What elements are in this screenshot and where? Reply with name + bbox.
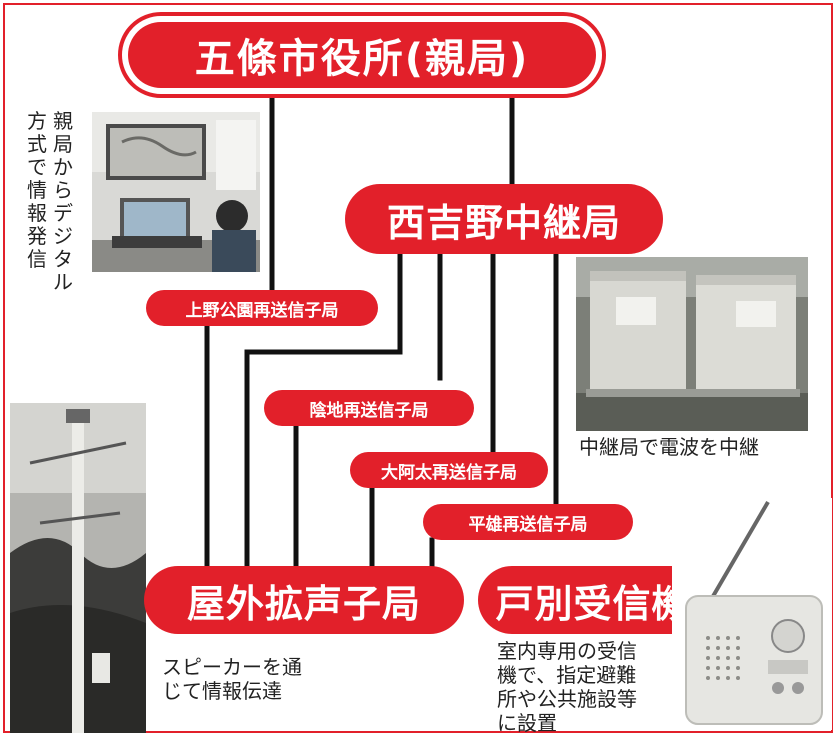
relay-photo-caption: 中継局で電波を中継: [579, 437, 759, 459]
speaker-caption-line1: スピーカーを通: [162, 657, 302, 679]
radio-receiver-photo: [672, 498, 832, 730]
speaker-pole-photo: [10, 403, 146, 733]
control-room-photo: [92, 112, 260, 272]
receiver-caption-line4: に設置: [497, 713, 557, 735]
sub-station-oata: 大阿太再送信子局: [350, 452, 548, 488]
parent-station-title: 五條市役所(親局): [118, 12, 606, 98]
sub-station-hirao: 平雄再送信子局: [423, 504, 633, 540]
receiver-caption-line1: 室内専用の受信: [497, 641, 637, 663]
receiver-caption-line3: 所や公共施設等: [497, 689, 637, 711]
vertical-caption-col1: 親局からデジタル: [53, 109, 73, 294]
sub-station-ueno: 上野公園再送信子局: [146, 290, 378, 326]
sub-station-ochi: 陰地再送信子局: [264, 390, 474, 426]
vertical-caption-col2: 方式で情報発信: [27, 109, 47, 271]
receiver-caption-line2: 機で、指定避難: [497, 665, 637, 687]
line-relay-to-speaker: [244, 251, 403, 571]
outdoor-speaker-pill: 屋外拡声子局: [144, 566, 464, 634]
speaker-caption-line2: じて情報伝達: [162, 681, 282, 703]
outer-frame: [3, 3, 833, 733]
household-receiver-pill: 戸別受信機: [478, 566, 708, 634]
parent-station-label: 五條市役所(親局): [128, 22, 596, 88]
relay-station-pill: 西吉野中継局: [345, 184, 663, 254]
relay-equipment-photo: [576, 257, 808, 431]
